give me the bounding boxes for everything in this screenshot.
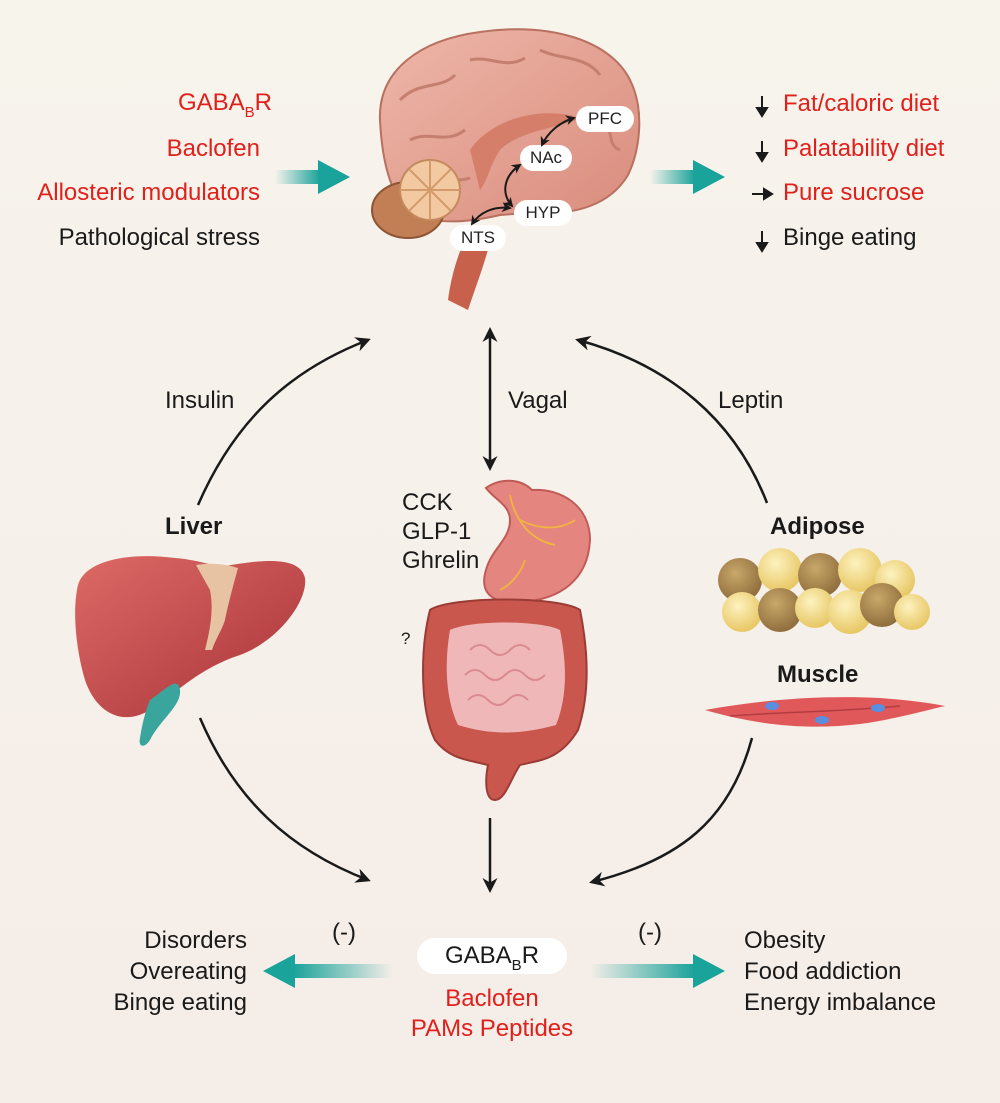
pill-hyp <box>514 200 572 226</box>
center-receptor: GABABR <box>444 942 540 974</box>
input-baclofen: Baclofen <box>166 135 260 162</box>
outcome-overeating: Overeating <box>129 958 247 985</box>
brain-illustration <box>371 28 641 310</box>
gut-signal-glp1: GLP-1 <box>402 518 472 545</box>
pathway-vagal: Vagal <box>508 387 568 414</box>
brain-circuit-arrows <box>470 115 576 226</box>
digestive-illustration <box>422 479 592 802</box>
gut-signal-cck: CCK <box>402 489 453 516</box>
effect-markers <box>752 96 774 253</box>
gut-question: ? <box>401 629 411 648</box>
pill-nac <box>520 145 572 171</box>
cycle-arrows <box>196 327 769 893</box>
left-outcome-arrow <box>263 954 393 988</box>
region-nac: NAc <box>529 148 563 167</box>
organ-adipose: Adipose <box>770 513 865 540</box>
region-hyp: HYP <box>525 203 561 222</box>
effect-binge: Binge eating <box>783 224 917 251</box>
pathway-leptin: Leptin <box>718 387 784 414</box>
region-nts: NTS <box>461 228 495 247</box>
effect-palatability: Palatability diet <box>783 135 945 162</box>
pill-pfc <box>576 106 634 132</box>
muscle-illustration <box>705 697 945 727</box>
neg-right: (-) <box>638 919 662 946</box>
input-stress: Pathological stress <box>58 224 260 251</box>
adipose-illustration <box>718 548 930 634</box>
center-drug-baclofen: Baclofen <box>445 985 539 1012</box>
organ-muscle: Muscle <box>777 661 859 688</box>
neg-left: (-) <box>332 919 356 946</box>
outcome-obesity: Obesity <box>744 927 826 954</box>
center-drug-pams: PAMs Peptides <box>410 1015 574 1042</box>
outcome-binge-eating: Binge eating <box>113 989 247 1016</box>
outcome-food-addiction: Food addiction <box>744 958 902 985</box>
region-pfc: PFC <box>588 109 622 128</box>
pathway-insulin: Insulin <box>165 387 235 414</box>
pill-nts <box>450 225 506 251</box>
gut-signal-ghrelin: Ghrelin <box>402 547 480 574</box>
right-outcome-arrow <box>590 954 725 988</box>
input-arrow <box>275 160 350 194</box>
outcome-energy-imbalance: Energy imbalance <box>744 989 937 1016</box>
organ-liver: Liver <box>165 513 223 540</box>
input-allosteric: Allosteric modulators <box>37 179 260 206</box>
outcome-disorders: Disorders <box>144 927 247 954</box>
effect-sucrose: Pure sucrose <box>783 179 925 206</box>
receptor-pill <box>417 938 567 974</box>
input-gababr: GABABR <box>177 89 272 121</box>
effect-fat-caloric: Fat/caloric diet <box>783 90 940 117</box>
liver-illustration <box>75 556 306 746</box>
effect-arrow <box>650 160 725 194</box>
